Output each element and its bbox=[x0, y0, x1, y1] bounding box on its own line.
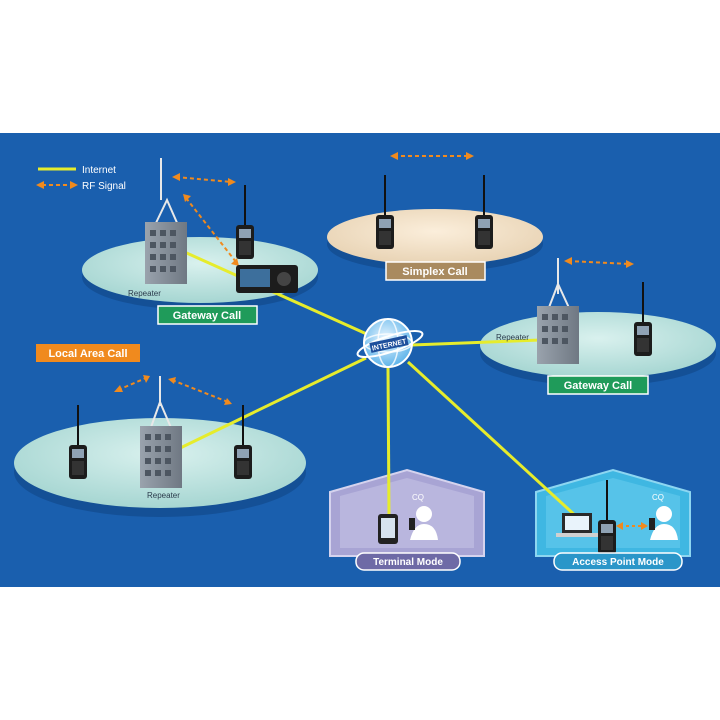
repeater-label-bottom: Repeater bbox=[147, 491, 180, 500]
simplex-call-badge: Simplex Call bbox=[385, 261, 486, 281]
gateway-call-left-label: Gateway Call bbox=[173, 310, 241, 322]
link-gateway-right bbox=[411, 338, 541, 347]
rf-access-point-arrow-left bbox=[616, 522, 623, 530]
rf-gateway-left-top bbox=[175, 176, 233, 183]
legend-rf-arrow-left bbox=[36, 181, 44, 189]
base-station-radio bbox=[236, 265, 298, 293]
operator-silhouette-left bbox=[409, 506, 438, 540]
legend-internet-label: Internet bbox=[82, 165, 116, 176]
repeater-tower-top-left bbox=[145, 158, 187, 284]
access-point-mode-label: Access Point Mode bbox=[572, 557, 664, 568]
terminal-mode-house bbox=[329, 468, 485, 557]
repeater-tower-right bbox=[537, 258, 579, 364]
internet-links bbox=[171, 248, 580, 520]
repeater-label-right: Repeater bbox=[496, 333, 529, 342]
local-area-call-label: Local Area Call bbox=[48, 348, 127, 360]
rf-arrowheads bbox=[114, 152, 634, 405]
operator-silhouette-right bbox=[649, 506, 678, 540]
platform-gateway-right bbox=[480, 312, 716, 378]
rf-local-right bbox=[171, 379, 229, 403]
smartphone-icon bbox=[378, 514, 398, 544]
platform-simplex bbox=[327, 209, 543, 265]
legend-rf-arrow-right bbox=[70, 181, 78, 189]
rf-gateway-right bbox=[567, 260, 631, 265]
gateway-call-right-label: Gateway Call bbox=[564, 380, 632, 392]
rf-local-left bbox=[117, 377, 147, 391]
rf-signals bbox=[117, 155, 631, 403]
repeater-tower-bottom bbox=[140, 376, 182, 488]
gateway-call-right-badge: Gateway Call bbox=[547, 375, 649, 395]
terminal-mode-badge: Terminal Mode bbox=[355, 552, 461, 571]
terminal-mode-label: Terminal Mode bbox=[373, 557, 443, 568]
access-point-mode-badge: Access Point Mode bbox=[553, 552, 683, 571]
laptop-icon bbox=[556, 513, 598, 537]
speech-cq-right: CQ bbox=[652, 493, 664, 502]
simplex-call-label: Simplex Call bbox=[402, 266, 467, 278]
link-terminal bbox=[386, 367, 391, 517]
gateway-call-left-badge: Gateway Call bbox=[157, 305, 258, 325]
internet-globe: INTERNET bbox=[356, 318, 424, 368]
link-gateway-left bbox=[179, 248, 381, 342]
local-area-call-badge: Local Area Call bbox=[36, 344, 140, 362]
repeater-label-top-left: Repeater bbox=[128, 289, 161, 298]
legend: Internet RF Signal bbox=[36, 165, 126, 192]
rf-access-point-arrow-right bbox=[641, 522, 648, 530]
link-local-area bbox=[171, 356, 367, 454]
legend-rf-label: RF Signal bbox=[82, 181, 126, 192]
link-access-point bbox=[406, 360, 580, 520]
speech-cq-left: CQ bbox=[412, 493, 424, 502]
